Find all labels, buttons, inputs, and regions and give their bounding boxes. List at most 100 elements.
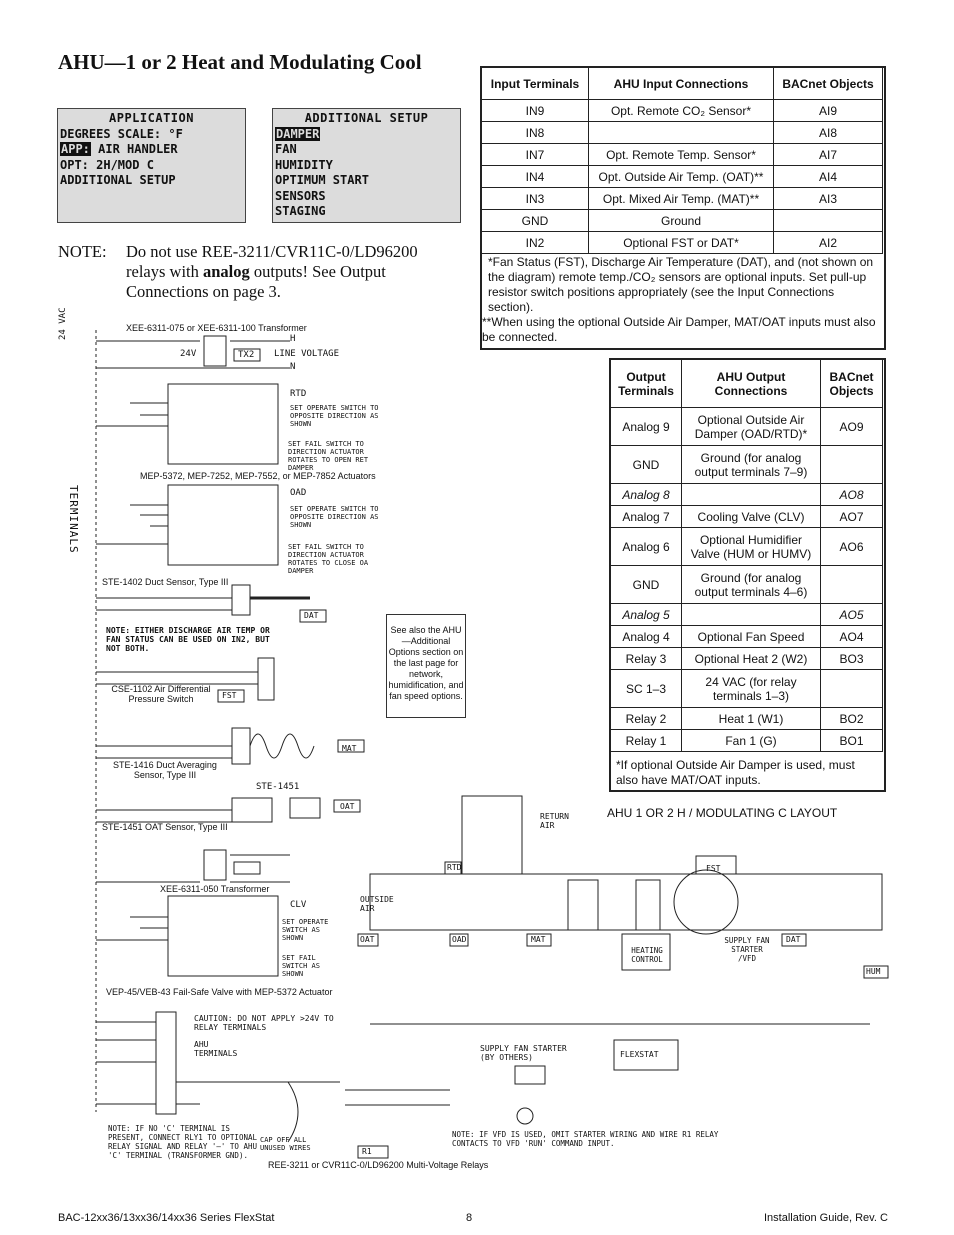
heating-control-label: HEATING CONTROL [631, 946, 663, 964]
table-cell [820, 669, 883, 708]
table-cell: Fan 1 (G) [681, 729, 821, 752]
col-header: AHU Output Connections [681, 359, 821, 408]
rtd-tag: RTD [290, 389, 307, 399]
table-cell: Relay 3 [610, 647, 682, 670]
actuators-label: MEP-5372, MEP-7252, MEP-7552, or MEP-785… [140, 471, 376, 481]
lcd-selected-label: APP: [60, 142, 91, 156]
cse-label: CSE-1102 Air Differential Pressure Switc… [111, 684, 211, 704]
table-cell: Optional FST or DAT* [588, 231, 774, 254]
footer-page-number: 8 [466, 1212, 473, 1224]
r1-tag: R1 [362, 1147, 372, 1156]
h-label: H [290, 334, 296, 344]
mat-tag: MAT [342, 744, 357, 753]
table-cell: 24 VAC (for relay terminals 1–3) [681, 669, 821, 708]
table-cell: Ground [588, 209, 774, 232]
lcd-header: ADDITIONAL SETUP [304, 111, 429, 125]
terminals-label: TERMINALS [67, 485, 80, 554]
mat-tag: MAT [531, 935, 546, 944]
supply-vfd-label: SUPPLY FAN STARTER /VFD [724, 936, 770, 963]
tx-label: TX2 [238, 350, 255, 360]
vac-label: 24 VAC [58, 307, 68, 340]
voltage-label: 24V [180, 349, 197, 359]
table-cell: Optional Humidifier Valve (HUM or HUMV) [681, 527, 821, 566]
rtd-tag: RTD [447, 863, 462, 872]
lcd-item: STAGING [275, 204, 326, 218]
lcd-additional-setup-screen: ADDITIONAL SETUP DAMPER FAN HUMIDITY OPT… [272, 108, 461, 223]
table-cell: Optional Fan Speed [681, 625, 821, 648]
clv-tag: CLV [290, 900, 307, 910]
table-cell: Ground (for analog output terminals 7–9) [681, 445, 821, 484]
lcd-line: OPT: 2H/MOD C [60, 157, 154, 172]
ste1416-label: STE-1416 Duct Averaging Sensor, Type III [113, 760, 217, 780]
table-cell: AO8 [820, 483, 883, 506]
footer-left: BAC-12xx36/13xx36/14xx36 Series FlexStat [58, 1212, 275, 1224]
clv-operate-note: SET OPERATE SWITCH AS SHOWN [282, 918, 329, 942]
rtd-operate-note: SET OPERATE SWITCH TO OPPOSITE DIRECTION… [290, 404, 379, 428]
table-cell: IN8 [481, 121, 589, 144]
table-cell: AI8 [773, 121, 883, 144]
lcd-line: ADDITIONAL SETUP [60, 173, 176, 187]
oad-tag: OAD [452, 935, 467, 944]
table-cell: AI9 [773, 99, 883, 122]
table-cell: AO7 [820, 505, 883, 528]
ste1402-label: STE-1402 Duct Sensor, Type III [102, 577, 229, 587]
col-header: BACnet Objects [773, 67, 883, 100]
line-voltage-label: LINE VOLTAGE [274, 349, 340, 359]
table-cell: AO5 [820, 603, 883, 626]
transformer-label: XEE-6311-075 or XEE-6311-100 Transformer [126, 323, 307, 333]
table-cell: GND [481, 209, 589, 232]
lcd-app-value: AIR HANDLER [98, 142, 178, 156]
flexstat-label: FLEXSTAT [620, 1050, 659, 1059]
footnote: **When using the optional Outside Air Da… [482, 315, 876, 344]
table-cell: Ground (for analog output terminals 4–6) [681, 565, 821, 604]
table-cell: Optional Heat 2 (W2) [681, 647, 821, 670]
no-c-terminal-note: NOTE: IF NO 'C' TERMINAL IS PRESENT, CON… [108, 1124, 258, 1160]
lcd-item: HUMIDITY [275, 157, 333, 172]
dat-note: NOTE: EITHER DISCHARGE AIR TEMP OR FAN S… [106, 626, 270, 653]
dat-tag: DAT [304, 611, 319, 620]
oad-fail-note: SET FAIL SWITCH TO DIRECTION ACTUATOR RO… [288, 543, 369, 575]
table-cell: AI2 [773, 231, 883, 254]
vfd-note: NOTE: IF VFD IS USED, OMIT STARTER WIRIN… [452, 1130, 719, 1148]
col-header: Input Terminals [481, 67, 589, 100]
col-header: Output Terminals [610, 359, 682, 408]
lcd-line: APP: AIR HANDLER [60, 142, 243, 158]
table-row: IN8 AI8 [481, 121, 883, 144]
page-title: AHU—1 or 2 Heat and Modulating Cool [58, 50, 422, 74]
cap-off-label: CAP OFF ALL UNUSED WIRES [260, 1136, 311, 1152]
transformer-label: XEE-6311-050 Transformer [160, 884, 270, 894]
oat-tag: OAT [360, 935, 375, 944]
caution-note: CAUTION: DO NOT APPLY >24V TO RELAY TERM… [194, 1014, 334, 1032]
lcd-application-screen: APPLICATION DEGREES SCALE: °F APP: AIR H… [57, 108, 246, 223]
lcd-item: OPTIMUM START [275, 173, 369, 187]
oad-operate-note: SET OPERATE SWITCH TO OPPOSITE DIRECTION… [290, 505, 379, 529]
footer-right: Installation Guide, Rev. C [764, 1212, 888, 1224]
table-cell: Analog 4 [610, 625, 682, 648]
lcd-item: FAN [275, 142, 297, 156]
table-cell: AO4 [820, 625, 883, 648]
footnote: *Fan Status (FST), Discharge Air Tempera… [488, 255, 874, 314]
table-cell: Opt. Remote CO₂ Sensor* [588, 99, 774, 122]
input-footnotes: *Fan Status (FST), Discharge Air Tempera… [482, 255, 877, 345]
table-cell: AI4 [773, 165, 883, 188]
dat-tag: DAT [786, 935, 801, 944]
supply-starter-label: SUPPLY FAN STARTER (BY OTHERS) [480, 1044, 567, 1062]
ree-label: REE-3211 or CVR11C-0/LD96200 Multi-Volta… [268, 1160, 489, 1170]
table-cell: AO9 [820, 407, 883, 446]
hum-tag: HUM [866, 967, 881, 976]
oad-tag: OAD [290, 488, 307, 498]
table-cell: GND [610, 565, 682, 604]
ahu-terminals-label: AHU TERMINALS [194, 1040, 238, 1058]
n-label: N [290, 362, 296, 372]
lcd-header: APPLICATION [109, 111, 194, 125]
